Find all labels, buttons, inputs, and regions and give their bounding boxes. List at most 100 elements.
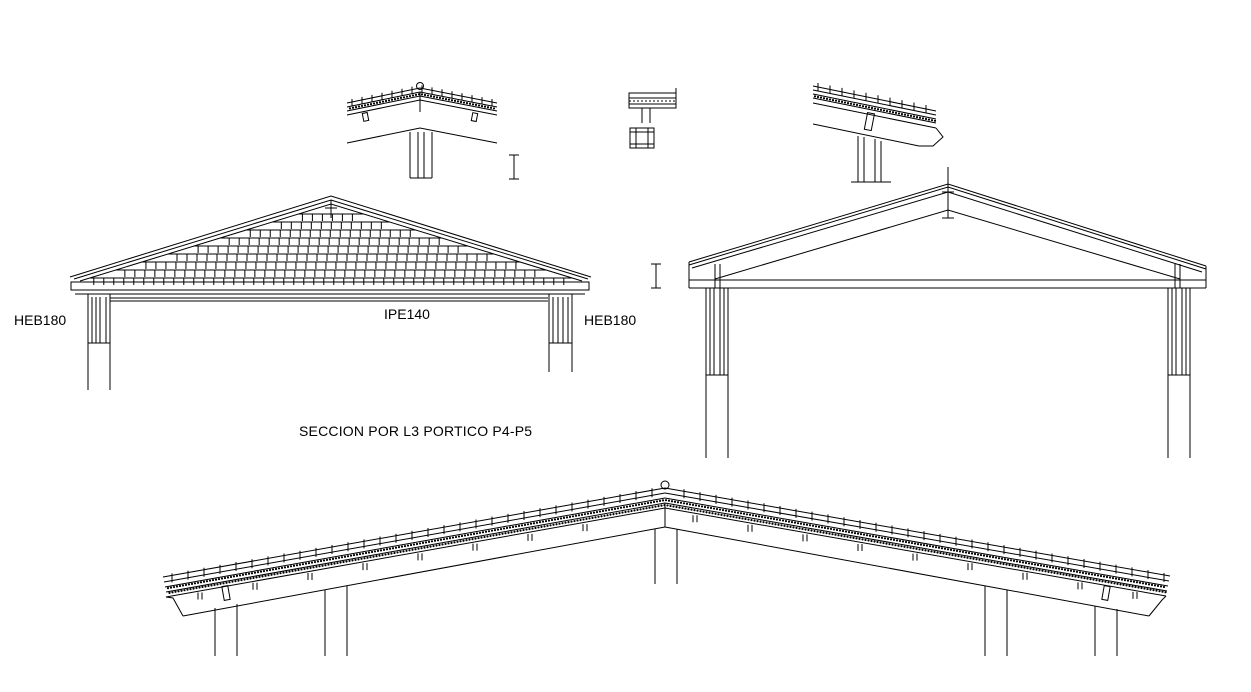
mortar-dot (402, 96, 406, 99)
mortar-dot (691, 503, 695, 506)
mortar-dot (906, 546, 909, 549)
mortar-dot (229, 575, 233, 579)
mortar-dot (775, 518, 779, 521)
mortar-dot (481, 531, 485, 534)
mortar-dot (390, 98, 394, 101)
mortar-dot (489, 106, 493, 109)
mortar-dot (591, 516, 594, 519)
mortar-dot (1146, 587, 1149, 591)
mortar-dot (892, 538, 896, 542)
mortar-dot (600, 515, 603, 518)
mortar-dot (1105, 575, 1109, 579)
mortar-dot (855, 103, 859, 107)
mortar-dot (840, 100, 844, 103)
mortar-dot (1069, 569, 1073, 572)
mortar-dot (1123, 579, 1127, 582)
mortar-dot (447, 98, 451, 101)
mortar-dot (486, 535, 489, 538)
mortar-dot (633, 509, 636, 512)
mortar-dot (1128, 584, 1131, 588)
mortar-dot (607, 508, 611, 512)
mortar-dot (547, 519, 551, 522)
mortar-dot (274, 567, 278, 571)
mortar-dot (846, 535, 849, 538)
mortar-dot (933, 119, 937, 122)
mortar-dot (916, 542, 920, 546)
mortar-dot (843, 535, 846, 538)
mortar-dot (198, 586, 201, 589)
mortar-dot (580, 513, 584, 516)
mortar-dot (1164, 591, 1167, 594)
mortar-dot (1015, 560, 1019, 563)
mortar-dot (622, 506, 626, 509)
mortar-dot (603, 514, 606, 517)
mortar-dot (694, 504, 698, 507)
mortar-dot (525, 528, 528, 531)
mortar-dot (1026, 567, 1029, 570)
mortar-dot (966, 556, 969, 559)
mortar-dot (828, 98, 832, 101)
mortar-dot (1077, 575, 1080, 579)
mortar-dot (304, 562, 308, 565)
mortar-dot (249, 577, 252, 580)
eave-detail (813, 83, 943, 182)
mortar-dot (369, 556, 372, 559)
mortar-dot (924, 549, 927, 552)
mortar-dot (1029, 567, 1032, 570)
mortar-dot (556, 517, 560, 521)
mortar-dot (943, 547, 947, 550)
mortar-dot (421, 541, 425, 545)
mortar-dot (804, 528, 807, 531)
purlin-detail (629, 88, 676, 148)
mortar-dot (430, 540, 434, 543)
mortar-dot (1150, 583, 1154, 586)
mortar-dot (822, 97, 826, 100)
mortar-dot (423, 93, 427, 97)
mortar-dot (511, 525, 515, 529)
mortar-dot (480, 536, 483, 539)
mortar-dot (190, 582, 194, 585)
mortar-dot (366, 103, 370, 106)
mortar-dot (483, 105, 487, 108)
mortar-dot (225, 581, 228, 584)
mortar-dot (844, 530, 848, 533)
mortar-dot (625, 505, 629, 508)
mortar-dot (451, 536, 455, 539)
mortar-dot (337, 556, 341, 559)
mortar-dot (882, 541, 885, 545)
mortar-dot (387, 99, 391, 102)
mortar-dot (814, 525, 818, 528)
mortar-dot (393, 98, 397, 101)
mortar-dot (1033, 563, 1037, 566)
mortar-dot (217, 577, 221, 581)
mortar-dot (244, 573, 248, 576)
mortar-dot (226, 576, 230, 579)
mortar-dot (555, 523, 558, 526)
mortar-dot (717, 513, 720, 516)
mortar-dot (1051, 566, 1055, 569)
mortar-dot (1149, 588, 1152, 591)
mortar-dot (471, 103, 475, 106)
mortar-dot (417, 547, 420, 550)
mortar-dot (993, 561, 996, 564)
mortar-dot (646, 501, 650, 505)
mortar-dot (415, 542, 419, 546)
mortar-dot (864, 105, 868, 108)
mortar-dot (363, 104, 367, 107)
mortar-dot (793, 521, 797, 524)
mortar-dot (549, 524, 552, 527)
mortar-dot (322, 559, 326, 562)
mortar-dot (654, 505, 657, 508)
mortar-dot (402, 550, 405, 553)
mortar-dot (256, 571, 260, 574)
mortar-dot (900, 545, 903, 548)
mortar-dot (381, 553, 384, 557)
mortar-dot (798, 527, 801, 530)
mortar-dot (1152, 589, 1155, 592)
mortar-dot (726, 514, 729, 517)
mortar-dot (574, 514, 578, 517)
mortar-dot (493, 529, 497, 532)
mortar-dot (922, 544, 926, 547)
mortar-dot (759, 520, 762, 523)
mortar-dot (940, 547, 944, 550)
